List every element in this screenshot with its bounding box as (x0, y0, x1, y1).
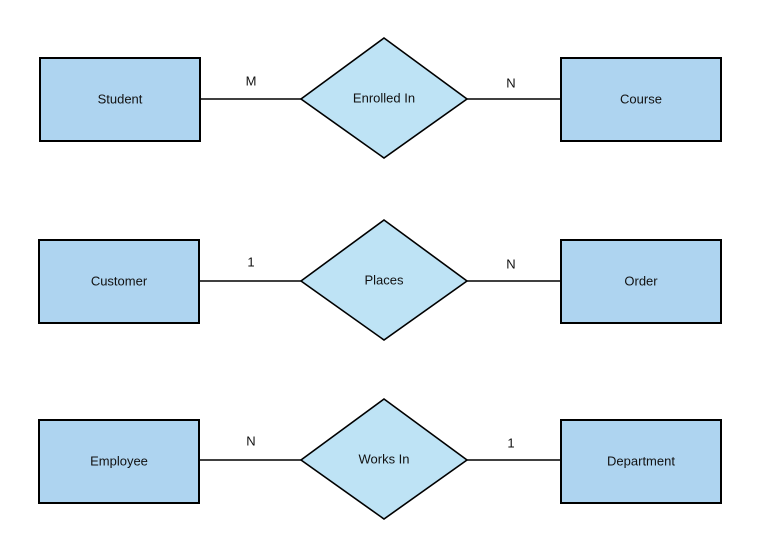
entity-label-order: Order (624, 273, 658, 288)
cardinality-label-right-row1: N (506, 75, 515, 90)
relationship-label-places: Places (364, 272, 404, 287)
relationship-diamond-works-in[interactable] (299, 398, 469, 520)
entity-label-student: Student (98, 91, 143, 106)
cardinality-label-left-row1: M (246, 73, 257, 88)
cardinality-label-left-row2: 1 (247, 254, 254, 269)
entity-label-department: Department (607, 453, 675, 468)
relationship-label-works-in: Works In (358, 451, 409, 466)
relationship-label-enrolled-in: Enrolled In (353, 90, 415, 105)
relationship-row-places: Customer Places Order 1 N (38, 219, 722, 341)
entity-label-employee: Employee (90, 453, 148, 468)
cardinality-label-left-row3: N (246, 433, 255, 448)
entity-box-course[interactable] (560, 57, 722, 142)
entity-box-customer[interactable] (38, 239, 200, 324)
entity-box-employee[interactable] (38, 419, 200, 504)
relationship-row-works-in: Employee Works In Department N 1 (38, 398, 722, 520)
entity-label-course: Course (620, 91, 662, 106)
cardinality-label-right-row2: N (506, 256, 515, 271)
entity-box-department[interactable] (560, 419, 722, 504)
relationship-diamond-enrolled-in[interactable] (299, 37, 469, 159)
entity-box-order[interactable] (560, 239, 722, 324)
relationship-row-enrolled-in: Student Enrolled In Course M N (39, 37, 722, 159)
entity-label-customer: Customer (91, 273, 148, 288)
cardinality-label-right-row3: 1 (507, 435, 514, 450)
entity-box-student[interactable] (39, 57, 201, 142)
relationship-diamond-places[interactable] (299, 219, 469, 341)
